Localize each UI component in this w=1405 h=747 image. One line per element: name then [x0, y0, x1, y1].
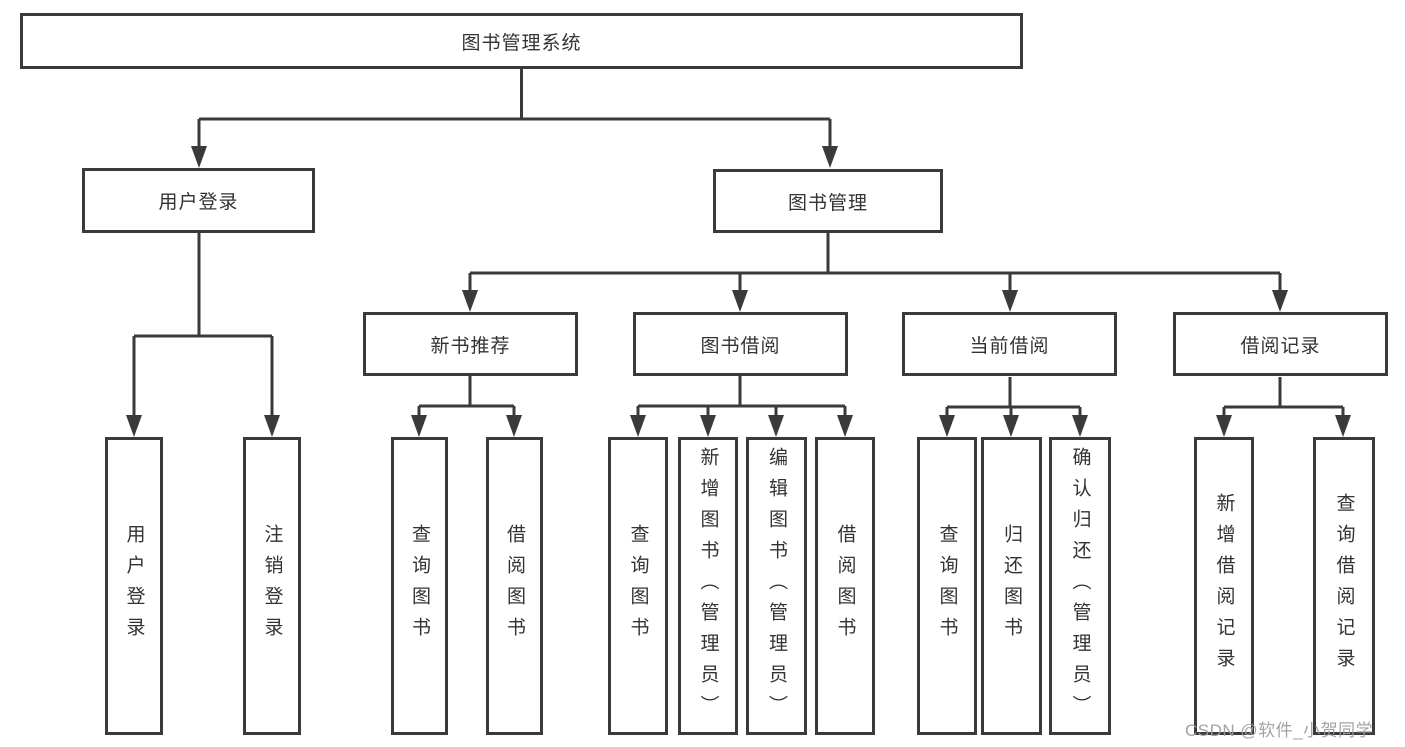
leaf-borrow-query-books: 查询图书 — [608, 437, 668, 735]
node-current-borrow: 当前借阅 — [902, 312, 1117, 376]
leaf-edit-books-admin: 编辑图书（管理员） — [746, 437, 807, 735]
node-borrow-record-label: 借阅记录 — [1240, 335, 1321, 357]
node-user-login: 用户登录 — [82, 168, 315, 233]
node-user-login-label: 用户登录 — [158, 192, 239, 213]
node-book-borrow: 图书借阅 — [633, 312, 848, 376]
leaf-add-borrow-record-label: 新增借阅记录 — [1213, 493, 1235, 679]
node-root-label: 图书管理系统 — [461, 32, 582, 54]
leaf-borrow-books-label: 借阅图书 — [834, 524, 856, 648]
leaf-logout-label: 注销登录 — [261, 524, 283, 648]
node-new-book-recommend-label: 新书推荐 — [430, 335, 511, 357]
node-new-book-recommend: 新书推荐 — [363, 312, 578, 376]
node-book-borrow-label: 图书借阅 — [700, 335, 781, 357]
leaf-newbook-borrow-books: 借阅图书 — [486, 437, 543, 735]
leaf-add-books-admin: 新增图书（管理员） — [678, 437, 738, 735]
leaf-user-login: 用户登录 — [105, 437, 163, 735]
leaf-add-borrow-record: 新增借阅记录 — [1194, 437, 1254, 735]
node-root-system: 图书管理系统 — [20, 13, 1023, 69]
node-current-borrow-label: 当前借阅 — [969, 335, 1050, 357]
node-borrow-record: 借阅记录 — [1173, 312, 1388, 376]
leaf-logout: 注销登录 — [243, 437, 301, 735]
leaf-borrow-books: 借阅图书 — [815, 437, 875, 735]
leaf-current-query-books: 查询图书 — [917, 437, 977, 735]
leaf-newbook-query-books: 查询图书 — [391, 437, 448, 735]
leaf-query-borrow-record: 查询借阅记录 — [1313, 437, 1375, 735]
watermark-text: CSDN @软件_小贺同学 — [1185, 721, 1374, 740]
connector-path — [132, 69, 1345, 421]
leaf-borrow-query-books-label: 查询图书 — [627, 524, 649, 648]
leaf-return-books-label: 归还图书 — [1001, 524, 1022, 648]
leaf-confirm-return-admin-label: 确认归还（管理员） — [1069, 446, 1091, 726]
node-book-management: 图书管理 — [713, 169, 943, 233]
arrowheads — [126, 146, 1351, 437]
leaf-add-books-admin-label: 新增图书（管理员） — [697, 446, 719, 726]
leaf-current-query-books-label: 查询图书 — [936, 524, 958, 648]
leaf-return-books: 归还图书 — [981, 437, 1042, 735]
leaf-newbook-query-books-label: 查询图书 — [409, 524, 430, 648]
leaf-query-borrow-record-label: 查询借阅记录 — [1333, 493, 1355, 679]
leaf-edit-books-admin-label: 编辑图书（管理员） — [766, 446, 787, 726]
leaf-user-login-label: 用户登录 — [123, 524, 145, 648]
node-book-management-label: 图书管理 — [787, 192, 868, 214]
leaf-newbook-borrow-books-label: 借阅图书 — [504, 524, 525, 648]
leaf-confirm-return-admin: 确认归还（管理员） — [1049, 437, 1111, 735]
